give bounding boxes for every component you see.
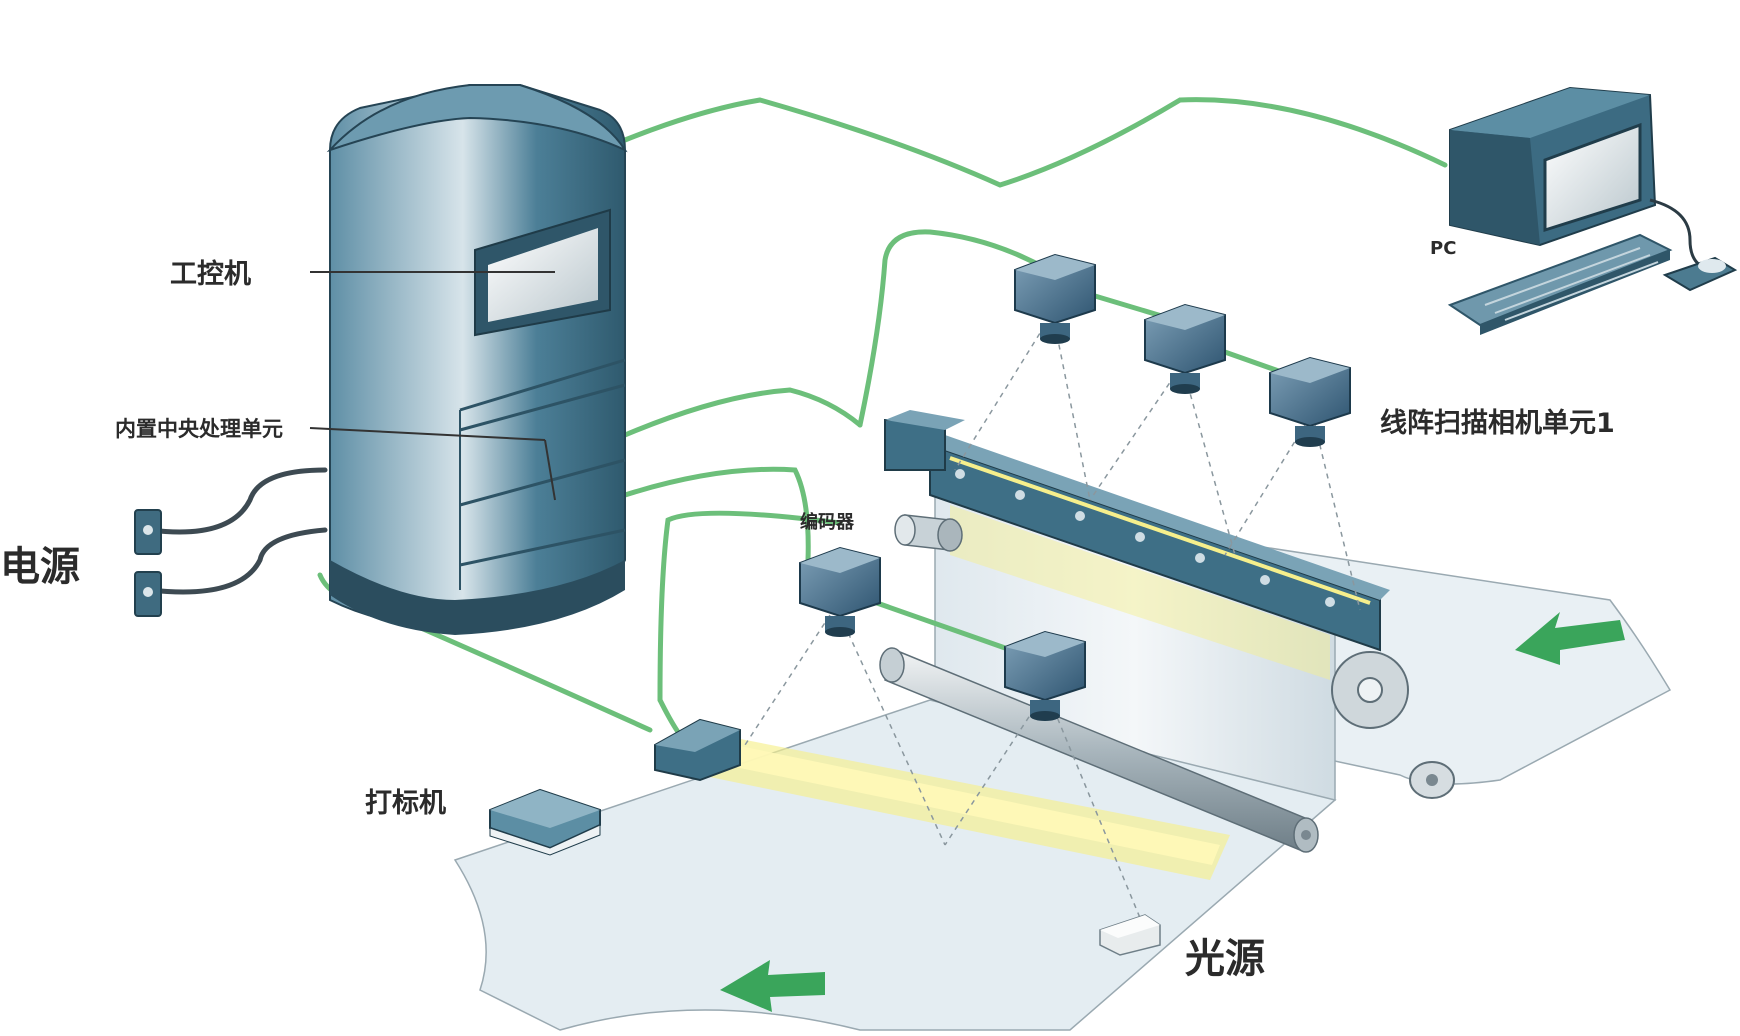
label-light-source: 光源: [1185, 936, 1265, 982]
marking-machine-icon: [489, 788, 601, 856]
encoder-icon: [894, 514, 963, 552]
keyboard-icon: [1447, 233, 1673, 335]
label-marker: 打标机: [365, 788, 446, 819]
top-scan-bar: [884, 410, 1390, 652]
flow-arrow-icon: [720, 612, 1625, 1012]
cpu-leader-line-tail: [544, 439, 556, 501]
label-ipc: 工控机: [170, 259, 251, 290]
label-encoder: 编码器: [800, 511, 855, 533]
label-pc: PC: [1430, 238, 1456, 259]
cpu-leader-line: [309, 427, 546, 441]
industrial-pc-cabinet: [326, 84, 628, 635]
cables: [317, 97, 1448, 748]
mouse-icon: [1662, 256, 1738, 292]
label-camera-unit: 线阵扫描相机单元1: [1380, 408, 1615, 439]
label-power: 电源: [0, 544, 80, 590]
lower-sensor-box: [654, 718, 741, 782]
power-socket-icon: [134, 509, 162, 617]
camera-view-lines: [744, 324, 1361, 931]
label-cpu: 内置中央处理单元: [115, 417, 283, 441]
pc-monitor-icon: [1449, 86, 1657, 247]
material-web: [453, 488, 1672, 1031]
power-cables: [147, 467, 328, 595]
front-roller: [879, 647, 1319, 853]
light-source-icon: [1099, 914, 1161, 956]
back-drum: [1331, 651, 1455, 799]
mouse-cable: [1649, 198, 1706, 270]
line-scan-camera-icon: [799, 253, 1351, 721]
